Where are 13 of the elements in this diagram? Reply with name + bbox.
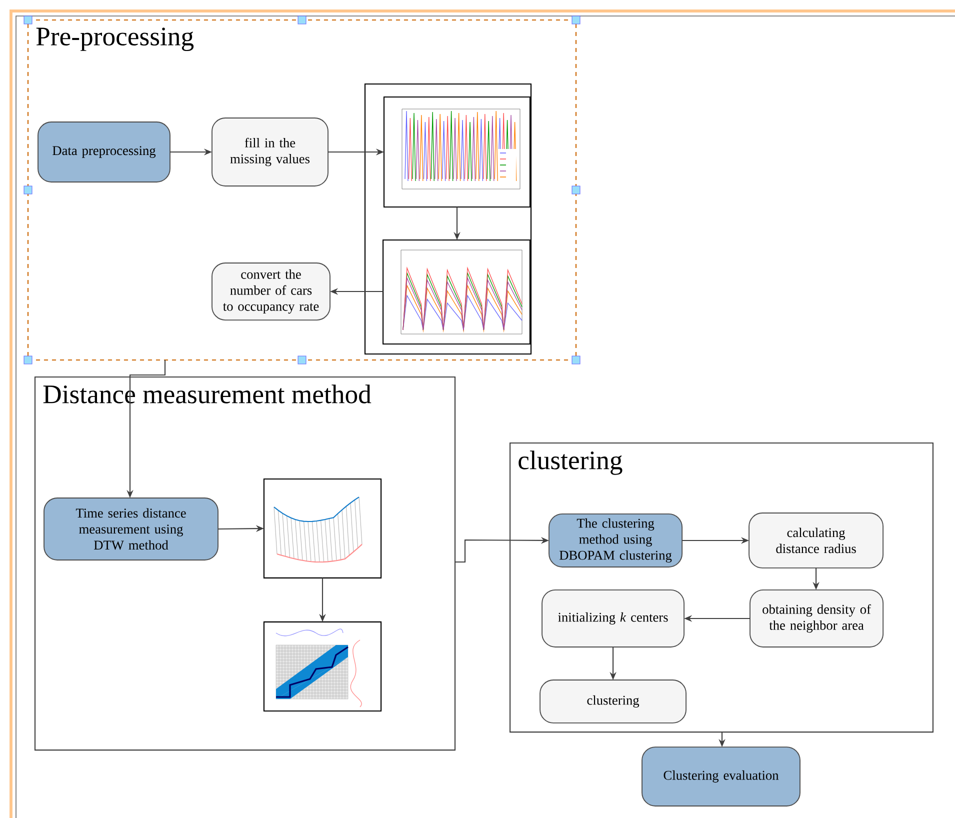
- group-title: clustering: [518, 450, 622, 475]
- process-box: Data preprocessing: [38, 122, 170, 182]
- process-box: clustering: [540, 680, 687, 724]
- process-box: Time series distance measurement using DTW method: [44, 498, 218, 560]
- process-box: fill in the missing values: [212, 118, 328, 186]
- image-panel: [364, 83, 532, 355]
- process-box: initializing k centers: [542, 589, 684, 648]
- group-title: Pre-processing: [36, 28, 194, 51]
- process-box: convert the number of cars to occupancy rate: [212, 262, 330, 320]
- process-box: obtaining density of the neighbor area: [750, 589, 884, 648]
- process-box: calculating distance radius: [748, 512, 884, 568]
- process-box: Clustering evaluation: [642, 746, 800, 806]
- process-box: The clustering method using DBOPAM clustering: [548, 513, 683, 568]
